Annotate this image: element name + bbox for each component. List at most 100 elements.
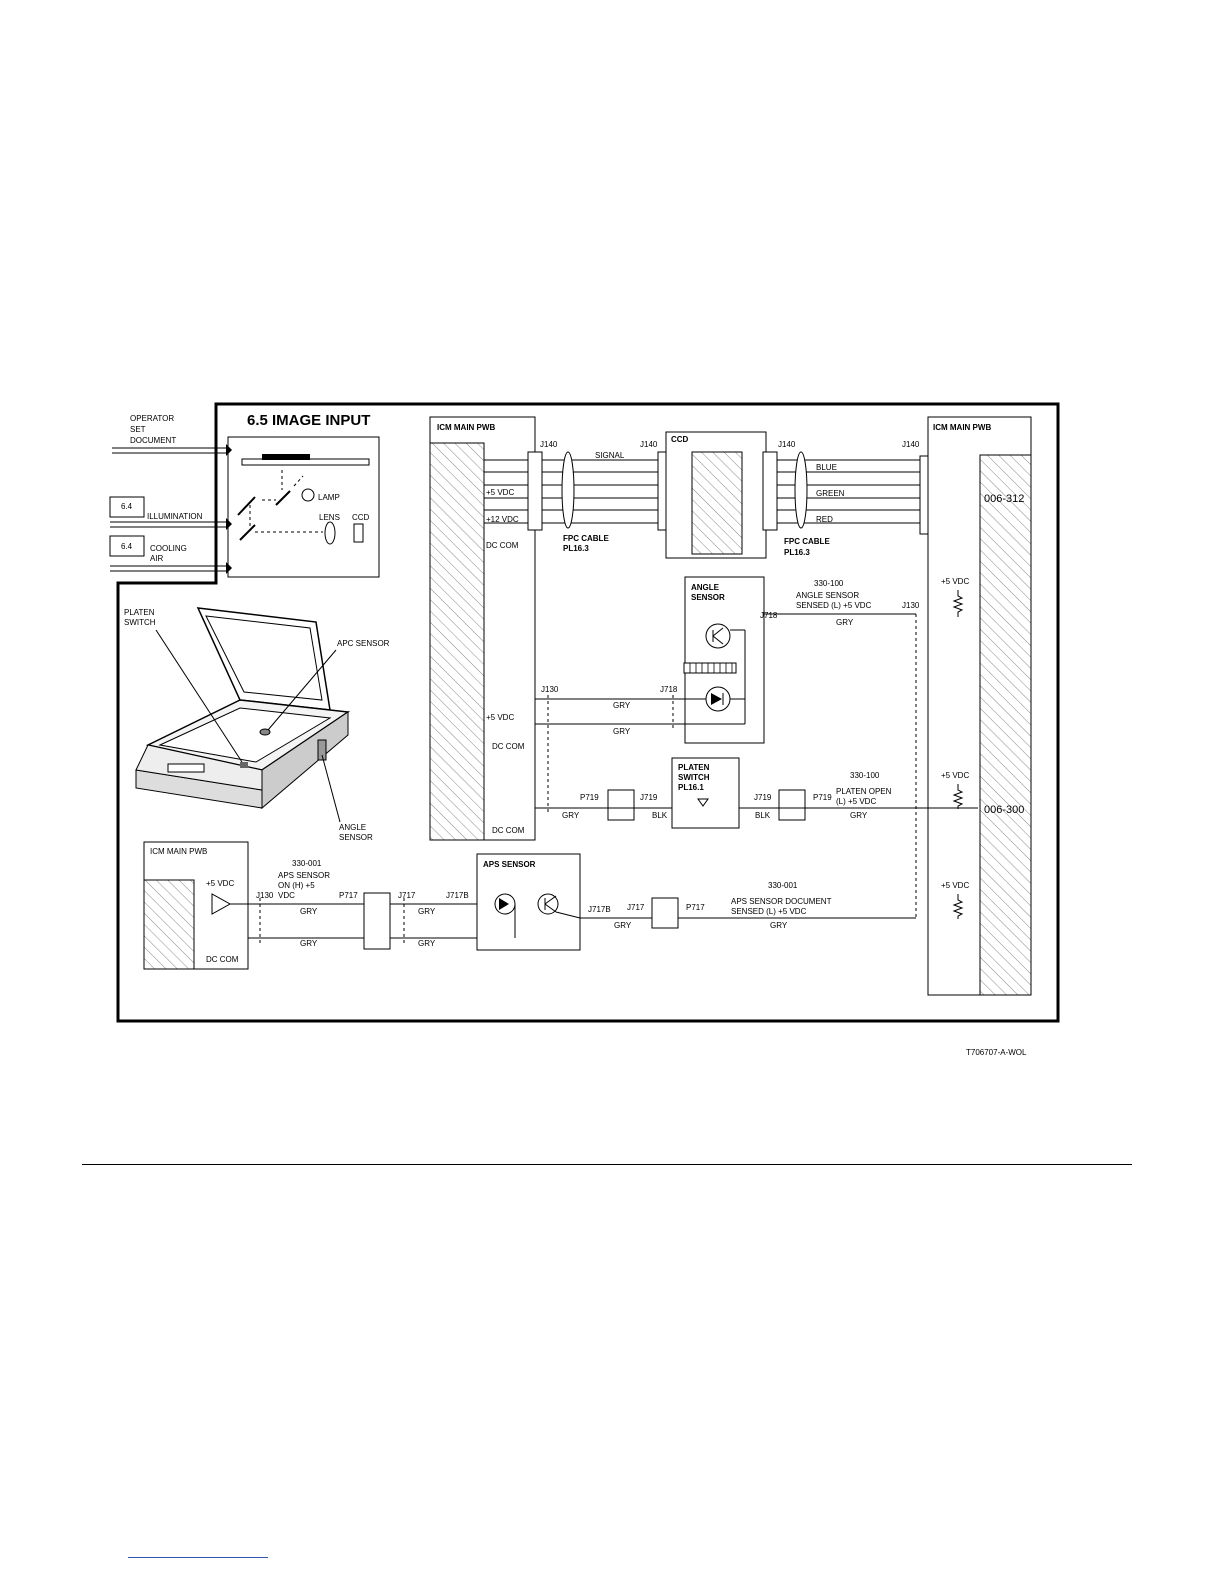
svg-text:J719: J719 (754, 793, 772, 802)
svg-text:GRY: GRY (562, 811, 580, 820)
svg-text:PLATEN: PLATEN (678, 763, 710, 772)
svg-text:J718: J718 (660, 685, 678, 694)
svg-text:APS SENSOR: APS SENSOR (483, 860, 536, 869)
svg-text:6.4: 6.4 (121, 542, 133, 551)
svg-text:(L) +5 VDC: (L) +5 VDC (836, 797, 876, 806)
left-pwb-title: ICM MAIN PWB (437, 423, 495, 432)
svg-text:J140: J140 (640, 440, 658, 449)
svg-text:DC COM: DC COM (492, 826, 525, 835)
svg-text:RED: RED (816, 515, 833, 524)
svg-text:SENSOR: SENSOR (339, 833, 373, 842)
svg-text:J130: J130 (256, 891, 274, 900)
svg-text:J140: J140 (540, 440, 558, 449)
connector-p717-right (651, 897, 679, 929)
scanner-illustration (135, 607, 351, 810)
connector-p719-right (778, 789, 806, 821)
svg-text:GRY: GRY (770, 921, 788, 930)
svg-text:J140: J140 (778, 440, 796, 449)
svg-text:APS SENSOR: APS SENSOR (278, 871, 330, 880)
svg-text:GRY: GRY (613, 701, 631, 710)
svg-text:ANGLE SENSOR: ANGLE SENSOR (796, 591, 859, 600)
svg-text:J717: J717 (627, 903, 645, 912)
svg-text:+5 VDC: +5 VDC (486, 713, 514, 722)
aps-phototransistor-icon (537, 893, 559, 915)
document-on-glass (262, 454, 310, 460)
switch-icon (697, 798, 709, 807)
svg-text:AIR: AIR (150, 554, 164, 563)
svg-text:+12 VDC: +12 VDC (486, 515, 519, 524)
buffer-icon (211, 893, 232, 915)
svg-text:SWITCH: SWITCH (678, 773, 710, 782)
svg-text:GRY: GRY (836, 618, 854, 627)
svg-text:SENSED (L) +5 VDC: SENSED (L) +5 VDC (796, 601, 872, 610)
mirror-1 (237, 496, 256, 516)
svg-text:BLUE: BLUE (816, 463, 837, 472)
svg-text:P717: P717 (339, 891, 358, 900)
svg-text:BLK: BLK (755, 811, 771, 820)
svg-text:DC COM: DC COM (492, 742, 525, 751)
platen-switch-box (671, 757, 740, 829)
encoder-strip (683, 662, 737, 674)
angle-sensor-callout: ANGLE (339, 823, 366, 832)
svg-text:GRY: GRY (418, 939, 436, 948)
svg-text:GRY: GRY (614, 921, 632, 930)
fpc-cable-1 (561, 451, 575, 529)
svg-text:J718: J718 (760, 611, 778, 620)
mirror-3 (239, 524, 256, 541)
svg-text:SENSOR: SENSOR (691, 593, 725, 602)
svg-text:J717B: J717B (446, 891, 469, 900)
phototransistor-icon (705, 623, 731, 649)
svg-text:P719: P719 (813, 793, 832, 802)
ccd-icon (353, 523, 364, 543)
svg-text:J717: J717 (398, 891, 416, 900)
svg-text:SWITCH: SWITCH (124, 618, 156, 627)
svg-text:PL16.1: PL16.1 (678, 783, 704, 792)
svg-text:DC COM: DC COM (486, 541, 519, 550)
lens-label: LENS (319, 513, 340, 522)
footer-link-underline[interactable] (128, 1557, 268, 1558)
svg-text:FPC CABLE: FPC CABLE (784, 537, 830, 546)
svg-text:J130: J130 (541, 685, 559, 694)
svg-text:GRY: GRY (300, 939, 318, 948)
angle-sensor-box (684, 576, 765, 744)
svg-text:VDC: VDC (278, 891, 295, 900)
svg-text:COOLING: COOLING (150, 544, 187, 553)
apc-sensor-callout: APC SENSOR (337, 639, 390, 648)
fault-code-006-312: 006-312 (984, 493, 1024, 505)
svg-text:+5 VDC: +5 VDC (941, 577, 969, 586)
svg-text:PLATEN OPEN: PLATEN OPEN (836, 787, 892, 796)
svg-text:FPC CABLE: FPC CABLE (563, 534, 609, 543)
svg-text:ICM MAIN PWB: ICM MAIN PWB (150, 847, 207, 856)
svg-text:APS SENSOR DOCUMENT: APS SENSOR DOCUMENT (731, 897, 832, 906)
connector-j140-left (527, 451, 543, 531)
page-title: 6.5 IMAGE INPUT (247, 412, 370, 429)
svg-text:+5 VDC: +5 VDC (941, 771, 969, 780)
svg-text:GRY: GRY (300, 907, 318, 916)
svg-text:GREEN: GREEN (816, 489, 845, 498)
svg-text:330-001: 330-001 (768, 881, 798, 890)
svg-text:SET: SET (130, 425, 146, 434)
aps-sensor-box (476, 853, 581, 951)
svg-text:J719: J719 (640, 793, 658, 802)
connector-p719-left (607, 789, 635, 821)
fault-code-006-300: 006-300 (984, 804, 1024, 816)
svg-text:GRY: GRY (850, 811, 868, 820)
svg-text:J130: J130 (902, 601, 920, 610)
mirror-2 (275, 490, 291, 506)
svg-text:330-100: 330-100 (850, 771, 880, 780)
svg-text:GRY: GRY (613, 727, 631, 736)
svg-text:SIGNAL: SIGNAL (595, 451, 625, 460)
fpc-cable-2 (794, 451, 808, 529)
svg-text:CCD: CCD (671, 435, 689, 444)
connector-p717-left (363, 892, 391, 950)
svg-text:+5 VDC: +5 VDC (941, 881, 969, 890)
svg-text:OPERATOR: OPERATOR (130, 414, 174, 423)
svg-text:BLK: BLK (652, 811, 668, 820)
svg-text:6.4: 6.4 (121, 502, 133, 511)
svg-text:330-100: 330-100 (814, 579, 844, 588)
svg-text:ON (H) +5: ON (H) +5 (278, 881, 315, 890)
operator-input: OPERATOR SET DOCUMENT (112, 414, 232, 456)
lamp-icon (301, 488, 315, 502)
svg-text:PL16.3: PL16.3 (563, 544, 589, 553)
lamp-label: LAMP (318, 493, 340, 502)
